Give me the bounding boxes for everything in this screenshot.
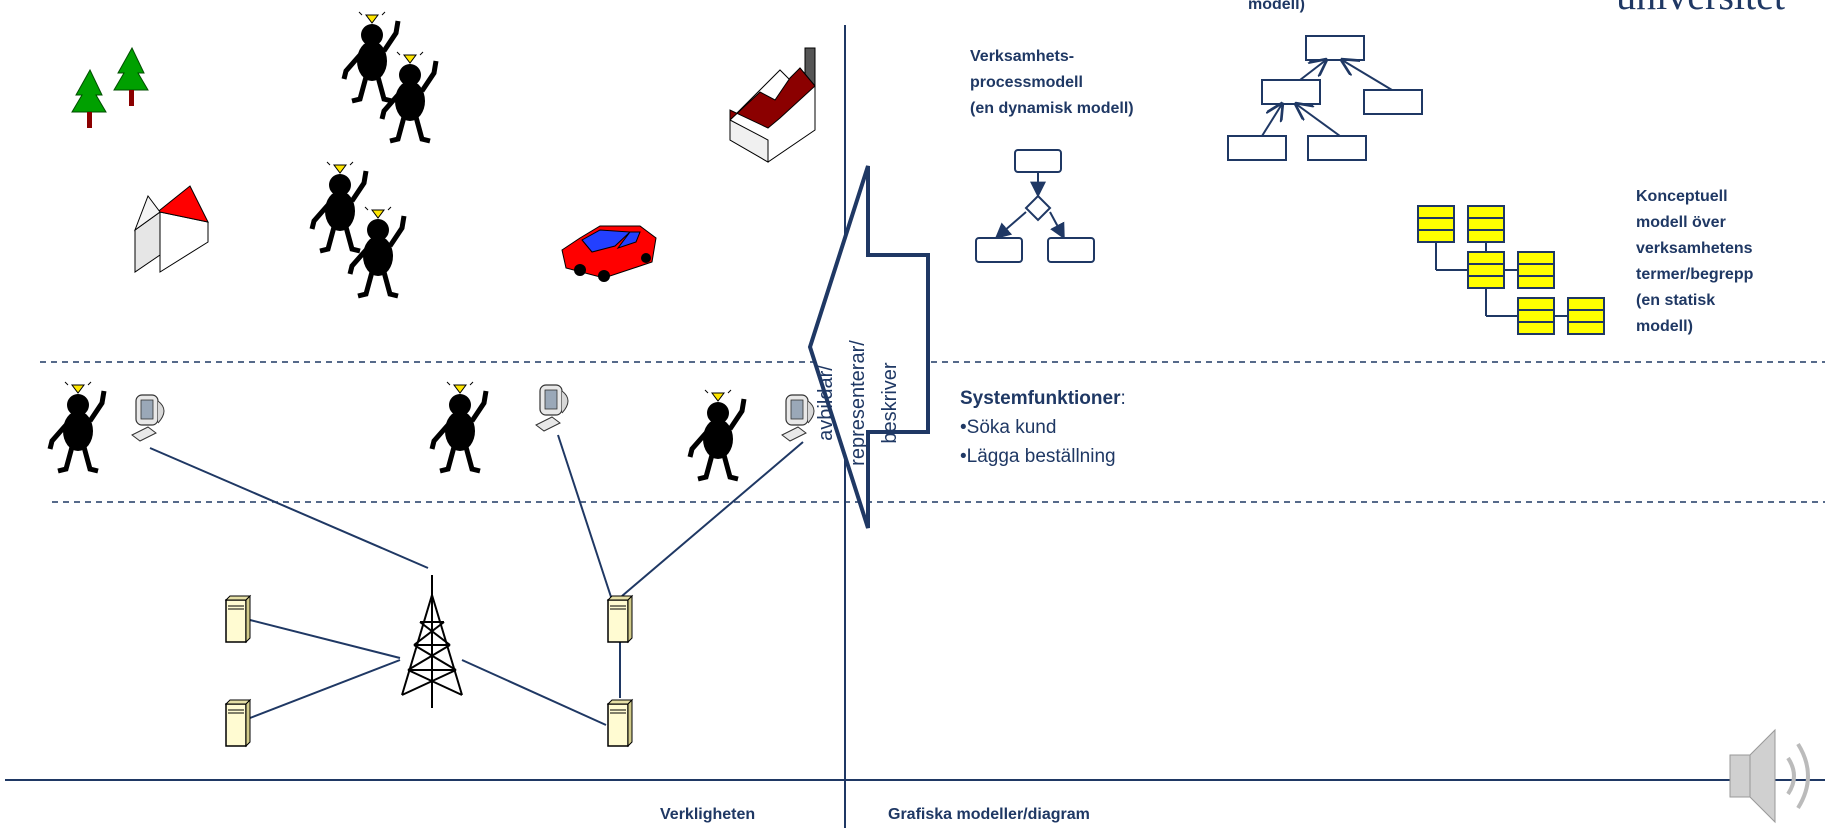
tree-icon <box>113 46 149 106</box>
process-model-diagram <box>975 149 1095 263</box>
process-model-label-line: Verksamhets- <box>970 48 1075 65</box>
brand-logo-text: universitet <box>1616 0 1785 19</box>
system-function-item: •Söka kund <box>960 417 1057 438</box>
server-icon <box>225 699 251 747</box>
conceptual-model-diagram <box>1417 205 1605 335</box>
person-icon <box>690 390 744 479</box>
person-icon <box>312 162 366 251</box>
conceptual-model-label-line: termer/begrepp <box>1636 266 1754 283</box>
house-icon <box>133 185 209 273</box>
person-icon <box>50 382 104 471</box>
system-functions-title-suffix: : <box>1120 388 1126 409</box>
system-functions-title-text: Systemfunktioner <box>960 388 1121 409</box>
system-function-item: •Lägga beställning <box>960 446 1116 467</box>
server-icon <box>607 699 633 747</box>
system-functions: Systemfunktioner: •Söka kund •Lägga best… <box>960 384 1126 471</box>
factory-icon <box>729 47 816 163</box>
class-hierarchy-diagram <box>1227 35 1423 161</box>
arrow-label-line: avbildar/ <box>815 365 837 441</box>
conceptual-model-label-line: (en statisk <box>1636 292 1716 309</box>
person-icon <box>382 52 436 141</box>
server-icon <box>607 595 633 643</box>
footer-left-label: Verkligheten <box>660 806 756 823</box>
process-model-label-line: (en dynamisk modell) <box>970 100 1134 117</box>
process-model-label: Verksamhets- processmodell (en dynamisk … <box>970 44 1134 122</box>
person-icon <box>432 382 486 471</box>
computer-icon <box>131 394 165 442</box>
speaker-icon[interactable] <box>1729 728 1810 824</box>
conceptual-model-label: Konceptuell modell över verksamhetens te… <box>1636 184 1753 340</box>
footer-right-label: Grafiska modeller/diagram <box>888 806 1090 823</box>
server-icon <box>225 595 251 643</box>
top-model-label-fragment: modell) <box>1248 0 1305 13</box>
person-icon <box>344 12 398 101</box>
process-model-label-line: processmodell <box>970 74 1083 91</box>
tree-icon <box>71 68 107 128</box>
arrow-label-line: representerar/ <box>847 340 869 466</box>
conceptual-model-label-line: Konceptuell <box>1636 188 1728 205</box>
network-links <box>149 434 804 726</box>
conceptual-model-label-line: modell) <box>1636 318 1693 335</box>
arrow-label-line: beskriver <box>879 362 901 444</box>
conceptual-model-label-line: modell över <box>1636 214 1726 231</box>
arrow-label: avbildar/ representerar/ beskriver <box>810 313 906 493</box>
conceptual-model-label-line: verksamhetens <box>1636 240 1753 257</box>
antenna-tower-icon <box>401 575 463 708</box>
computer-icon <box>535 384 569 432</box>
representation-arrow <box>807 165 930 529</box>
system-functions-title: Systemfunktioner: <box>960 384 1126 413</box>
car-icon <box>561 225 657 282</box>
